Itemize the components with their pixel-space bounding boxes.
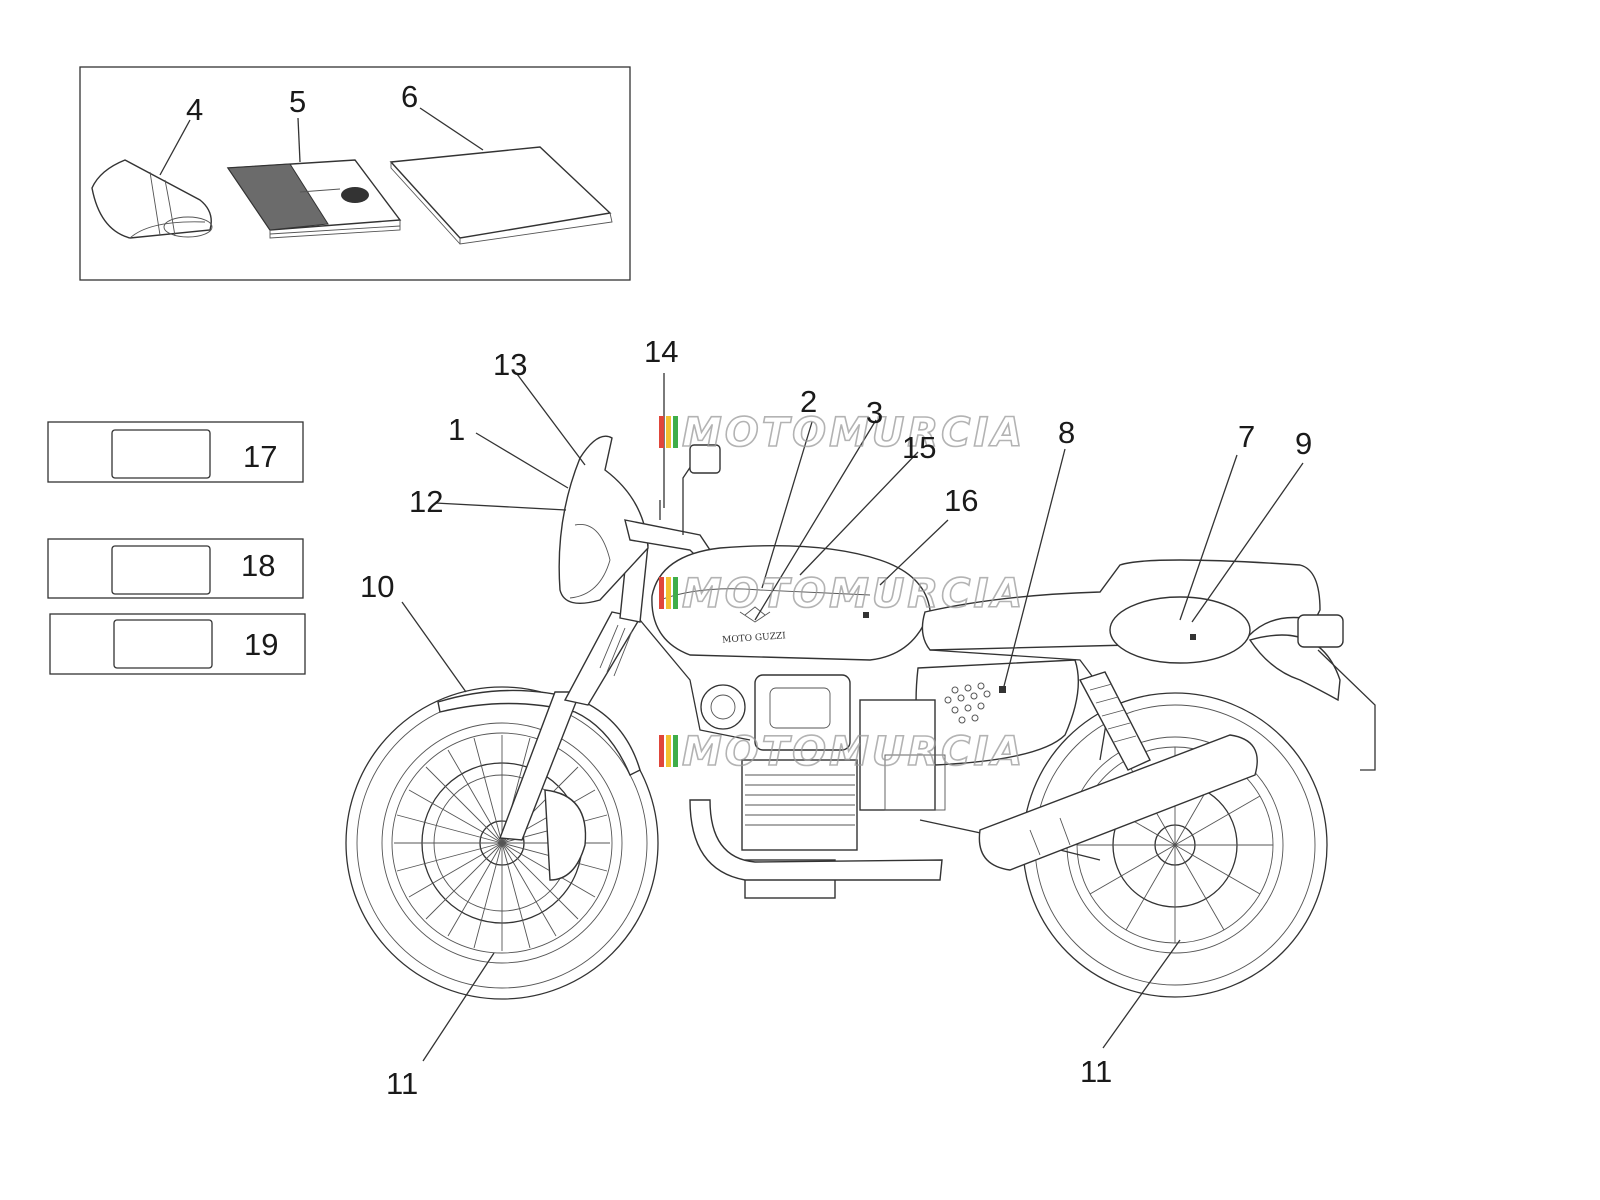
callout-4: 4: [186, 92, 203, 127]
watermark-stripe: [666, 416, 671, 448]
document-envelope-icon: [389, 146, 613, 245]
watermark-2: MOTOMURCIA: [659, 570, 1025, 618]
watermark-1: MOTOMURCIA: [659, 409, 1025, 457]
callout-10: 10: [360, 569, 394, 604]
engine: [689, 674, 946, 899]
watermark-stripe: [673, 416, 678, 448]
callout-labels: 4 5 6 1 12 13 14 2 3 15 16 8 7 9 10 11 1…: [186, 79, 1312, 1101]
legend-19: 19: [244, 627, 278, 662]
legend-box-19: [49, 613, 306, 675]
front-mudguard: [437, 689, 641, 776]
callout-11-front: 11: [386, 1066, 418, 1101]
accessory-box: [79, 66, 631, 281]
callout-1: 1: [448, 412, 465, 447]
callout-14: 14: [644, 334, 678, 369]
callout-11-rear: 11: [1080, 1054, 1112, 1089]
exhaust: [978, 734, 1258, 871]
callout-12: 12: [409, 484, 443, 519]
tool-roll-icon: [91, 159, 213, 239]
callout-5: 5: [289, 84, 306, 119]
watermark-stripe: [659, 416, 664, 448]
watermark-text: MOTOMURCIA: [682, 571, 1025, 617]
front-wheel: [345, 686, 659, 1000]
callout-13: 13: [493, 347, 527, 382]
legend-18: 18: [241, 548, 275, 583]
rear-shock: [1078, 671, 1151, 771]
side-panel: [915, 659, 1080, 766]
watermark-3: MOTOMURCIA: [659, 728, 1025, 776]
seat-tail: [921, 559, 1376, 771]
motorcycle-illustration: MOTO GUZZI: [345, 435, 1376, 1000]
fuel-tank: MOTO GUZZI: [651, 545, 931, 661]
legend-17: 17: [243, 439, 277, 474]
legend-box-18: [47, 538, 304, 599]
watermark-text: MOTOMURCIA: [682, 410, 1025, 456]
callout-8: 8: [1058, 415, 1075, 450]
headlight-fairing: [558, 435, 649, 604]
callout-7: 7: [1238, 419, 1255, 454]
owner-manual-icon: [226, 159, 402, 239]
callout-3: 3: [866, 395, 883, 430]
handlebar: [624, 444, 722, 571]
callout-2: 2: [800, 384, 817, 419]
legend-box-17: [47, 421, 304, 483]
callout-16: 16: [944, 483, 978, 518]
tank-logo-text: MOTO GUZZI: [722, 631, 787, 645]
watermark-text: MOTOMURCIA: [682, 729, 1025, 775]
callout-15: 15: [902, 430, 936, 465]
callout-9: 9: [1295, 426, 1312, 461]
callout-6: 6: [401, 79, 418, 114]
